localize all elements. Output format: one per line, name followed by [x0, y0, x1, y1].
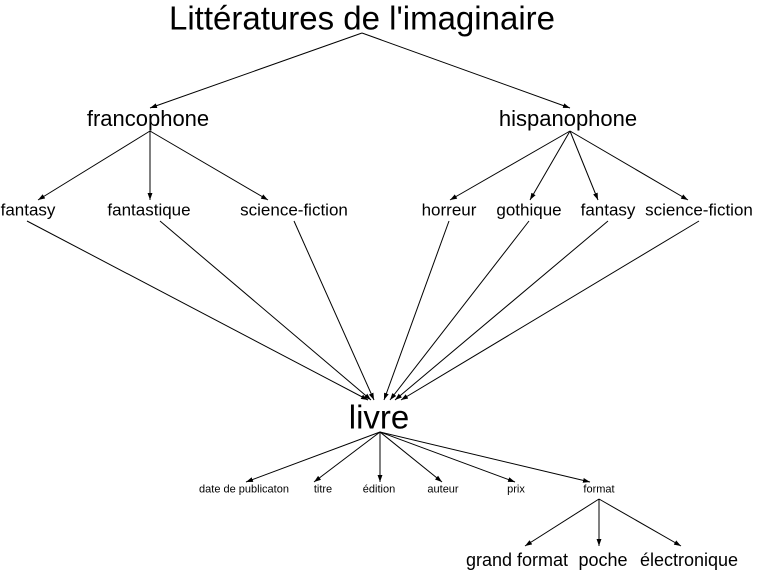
edge-es_fantasy-to-livre [394, 220, 609, 401]
edge-es_gothique-to-livre [389, 220, 530, 401]
edge-format-to-electronique [598, 498, 682, 547]
root-title: Littératures de l'imaginaire [169, 0, 555, 37]
node-prix: prix [507, 483, 525, 496]
node-date-publication: date de publicaton [199, 483, 289, 496]
diagram-edges [26, 32, 700, 547]
edge-fr_fantasy-to-livre [26, 220, 369, 401]
edge-es_scifi-to-livre [400, 220, 700, 401]
edge-hispanophone-to-es_horreur [449, 130, 571, 201]
edge-livre-to-prix [379, 431, 516, 483]
node-format: format [583, 483, 615, 496]
edge-livre-to-date [245, 431, 381, 483]
edge-root-to-francophone [149, 32, 363, 109]
node-es-fantasy: fantasy [580, 200, 636, 220]
node-francophone: francophone [86, 106, 210, 131]
node-es-science-fiction: science-fiction [645, 200, 753, 220]
node-fr-science-fiction: science-fiction [240, 200, 348, 220]
node-edition: édition [362, 483, 396, 496]
node-auteur: auteur [427, 483, 459, 496]
node-fr-fantasy: fantasy [0, 200, 56, 220]
edge-hispanophone-to-es_gothique [529, 130, 571, 201]
edge-livre-to-auteur [379, 431, 443, 483]
edge-root-to-hispanophone [361, 32, 571, 109]
edge-livre-to-titre [313, 431, 381, 483]
edge-fr_scifi-to-livre [293, 220, 375, 401]
edge-fr_fantastique-to-livre [159, 220, 372, 401]
edge-es_horreur-to-livre [383, 220, 450, 401]
node-fr-fantastique: fantastique [107, 200, 191, 220]
node-poche: poche [578, 550, 628, 570]
node-es-horreur: horreur [421, 200, 477, 220]
edge-hispanophone-to-es_fantasy [569, 130, 599, 201]
node-hispanophone: hispanophone [498, 106, 638, 131]
edge-livre-to-format [379, 431, 591, 483]
edge-francophone-to-fr_fantasy [37, 130, 151, 201]
node-electronique: électronique [639, 550, 739, 570]
edge-format-to-grand [524, 498, 600, 547]
node-es-gothique: gothique [496, 200, 562, 220]
node-livre: livre [348, 398, 410, 436]
node-titre: titre [313, 483, 333, 496]
node-grand-format: grand format [465, 550, 569, 570]
edge-hispanophone-to-es_scifi [569, 130, 689, 201]
edge-francophone-to-fr_scifi [149, 130, 269, 201]
